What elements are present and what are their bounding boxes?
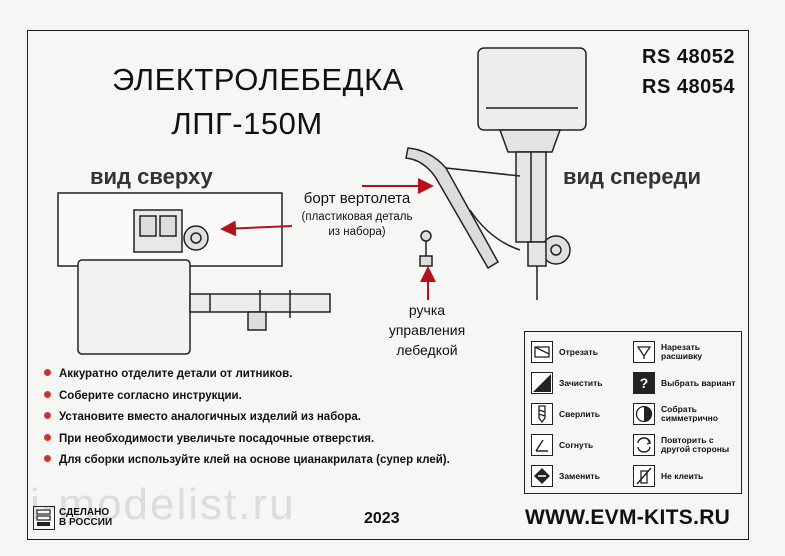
legend-label: Отрезать [559, 346, 598, 357]
board-sublabel: (пластиковая деталь из набора) [282, 210, 432, 240]
made-in-russia-text: СДЕЛАНО В РОССИИ [59, 508, 112, 528]
made-line-1: СДЕЛАНО [59, 507, 110, 518]
choose-icon: ? [633, 372, 655, 394]
list-item: Установите вместо аналогичных изделий из… [44, 407, 450, 429]
title-line-2: ЛПГ-150М [171, 106, 323, 141]
symmetric-icon [633, 403, 655, 425]
bullet-icon [44, 369, 51, 377]
bullet-icon [44, 390, 51, 398]
front-view-drawing [405, 47, 587, 300]
bullet-icon [44, 412, 51, 420]
product-code-1: RS 48052 [642, 46, 735, 68]
legend-item-choose: ? Выбрать вариант [633, 369, 737, 397]
repeat-icon [633, 434, 655, 456]
legend-item-clean: Зачистить [531, 369, 627, 397]
legend-item-cut: Отрезать [531, 338, 627, 366]
handle-label-line-1: ручка [408, 302, 446, 318]
legend-label: Не клеить [661, 470, 704, 481]
made-line-2: В РОССИИ [59, 517, 113, 528]
handle-label: ручка управления лебедкой [377, 300, 477, 360]
board-arrow-left [220, 220, 293, 237]
instruction-text: Для сборки используйте клей на основе ци… [59, 454, 450, 466]
instruction-text: Установите вместо аналогичных изделий из… [59, 411, 361, 423]
bullet-icon [44, 455, 51, 463]
board-sublabel-line-2: из набора) [328, 226, 386, 238]
instruction-text: При необходимости увеличьте посадочные о… [59, 432, 375, 445]
title-line-1: ЭЛЕКТРОЛЕБЕДКА [112, 62, 404, 97]
legend-item-replace: Заменить [531, 462, 627, 490]
legend-label: Заменить [559, 470, 600, 481]
list-item: Аккуратно отделите детали от литников. [44, 364, 450, 386]
legend-label: Зачистить [559, 377, 603, 388]
cut-icon [531, 341, 553, 363]
symbol-legend: Отрезать Нарезать расшивку Зачистить ? В… [524, 331, 742, 494]
product-code-2: RS 48054 [642, 76, 735, 98]
made-in-russia-badge: СДЕЛАНО В РОССИИ [33, 506, 112, 530]
drill-icon [531, 403, 553, 425]
legend-label: Собрать симметрично [661, 404, 718, 423]
legend-item-repeat: Повторить с другой стороны [633, 431, 737, 459]
no-glue-icon [633, 465, 655, 487]
legend-label: Выбрать вариант [661, 377, 736, 388]
legend-item-symmetric: Собрать симметрично [633, 400, 737, 428]
legend-item-thread: Нарезать расшивку [633, 338, 737, 366]
legend-label: Повторить с другой стороны [661, 435, 730, 454]
instruction-text: Аккуратно отделите детали от литников. [59, 368, 293, 380]
list-item: Для сборки используйте клей на основе ци… [44, 450, 450, 472]
instructions-list: Аккуратно отделите детали от литников. С… [44, 364, 450, 472]
thread-icon [633, 341, 655, 363]
bend-icon [531, 434, 553, 456]
page-title: ЭЛЕКТРОЛЕБЕДКА ЛПГ-150М [112, 58, 404, 146]
legend-item-no-glue: Не клеить [633, 462, 737, 490]
product-codes: RS 48052 RS 48054 [642, 42, 735, 102]
instruction-text: Соберите согласно инструкции. [59, 389, 242, 402]
top-view-drawing [57, 192, 331, 355]
website-url: WWW.EVM-KITS.RU [525, 506, 731, 529]
legend-label: Согнуть [559, 439, 594, 450]
clean-icon [531, 372, 553, 394]
list-item: При необходимости увеличьте посадочные о… [44, 429, 450, 451]
legend-item-bend: Согнуть [531, 431, 627, 459]
board-label: борт вертолета [303, 190, 411, 207]
bullet-icon [44, 433, 51, 441]
replace-icon [531, 465, 553, 487]
watermark: i-modelist.ru [30, 480, 296, 529]
flag-icon [33, 506, 55, 530]
board-sublabel-line-1: (пластиковая деталь [301, 211, 413, 223]
handle-label-line-3: лебедкой [396, 342, 458, 358]
front-view-heading: вид спереди [563, 164, 702, 189]
handle-label-line-2: управления [388, 322, 466, 338]
year-label: 2023 [364, 510, 400, 527]
top-view-heading: вид сверху [90, 164, 213, 189]
list-item: Соберите согласно инструкции. [44, 386, 450, 408]
legend-item-drill: Сверлить [531, 400, 627, 428]
page-frame [27, 30, 749, 540]
legend-label: Сверлить [559, 408, 600, 419]
legend-label: Нарезать расшивку [661, 342, 703, 361]
